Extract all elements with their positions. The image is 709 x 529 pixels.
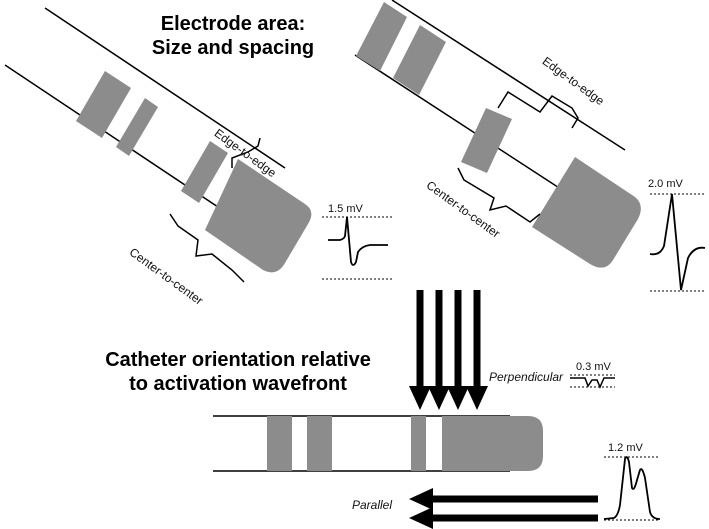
left-electrode-ring-1: [76, 71, 131, 138]
catheter-orientation-title-line-2: to activation wavefront: [129, 373, 347, 395]
perpendicular-amplitude-label: 0.3 mV: [576, 361, 611, 373]
bottom-electrode-ring-3: [411, 416, 426, 471]
left-egm-trace: [328, 216, 388, 266]
right-electrode-tip: [532, 157, 641, 268]
right-catheter-upper-edge: [391, 0, 626, 151]
electrode-area-title-line-1: Electrode area:: [160, 13, 306, 35]
bottom-catheter: [213, 415, 543, 472]
bottom-electrode-ring-2: [307, 416, 332, 471]
perpendicular-label: Perpendicular: [489, 370, 564, 384]
down-arrow-head-1: [409, 386, 431, 410]
down-arrow-head-4: [466, 386, 488, 410]
left-arrow-head-2: [409, 507, 433, 529]
right-electrode-ring-3: [461, 108, 512, 173]
par-egm-trace: [603, 456, 661, 520]
bottom-electrode-ring-1: [267, 416, 292, 471]
left-edge-to-edge-bracket: [231, 137, 261, 168]
parallel-electrogram: [603, 456, 661, 521]
down-arrow-head-3: [447, 386, 469, 410]
right-catheter: [354, 0, 641, 268]
right-edge-to-edge-bracket: [497, 90, 579, 129]
left-arrow-head-1: [409, 488, 433, 510]
right-amplitude-label: 2.0 mV: [648, 178, 683, 190]
down-arrow-head-2: [428, 386, 450, 410]
electrode-area-title-line-2: Size and spacing: [151, 37, 315, 59]
left-electrode-ring-3: [181, 141, 228, 203]
parallel-wavefront-arrows: [409, 488, 598, 529]
left-amplitude-label: 1.5 mV: [328, 203, 363, 215]
right-electrogram: [649, 193, 706, 292]
left-electrode-ring-2: [116, 98, 158, 156]
right-electrode-ring-2: [393, 25, 446, 95]
electrode-area-title: Electrode area: Size and spacing: [148, 12, 318, 60]
right-electrode-ring-1: [356, 2, 407, 71]
left-electrogram: [322, 216, 394, 280]
perpendicular-wavefront-arrows: [409, 290, 488, 410]
perpendicular-electrogram: [570, 374, 615, 389]
left-catheter: [4, 7, 312, 283]
bottom-electrode-tip: [442, 416, 543, 471]
parallel-label: Parallel: [352, 498, 393, 512]
left-electrode-tip: [205, 159, 312, 273]
parallel-amplitude-label: 1.2 mV: [608, 442, 643, 454]
catheter-orientation-title: Catheter orientation relative to activat…: [88, 348, 388, 396]
right-egm-trace: [649, 193, 706, 291]
left-catheter-upper-edge: [44, 7, 286, 169]
catheter-orientation-title-line-1: Catheter orientation relative: [105, 349, 371, 371]
right-catheter-lower-edge: [354, 54, 591, 209]
perp-egm-trace: [570, 377, 615, 389]
right-center-to-center-bracket: [457, 167, 541, 223]
left-center-to-center-bracket: [169, 213, 245, 283]
